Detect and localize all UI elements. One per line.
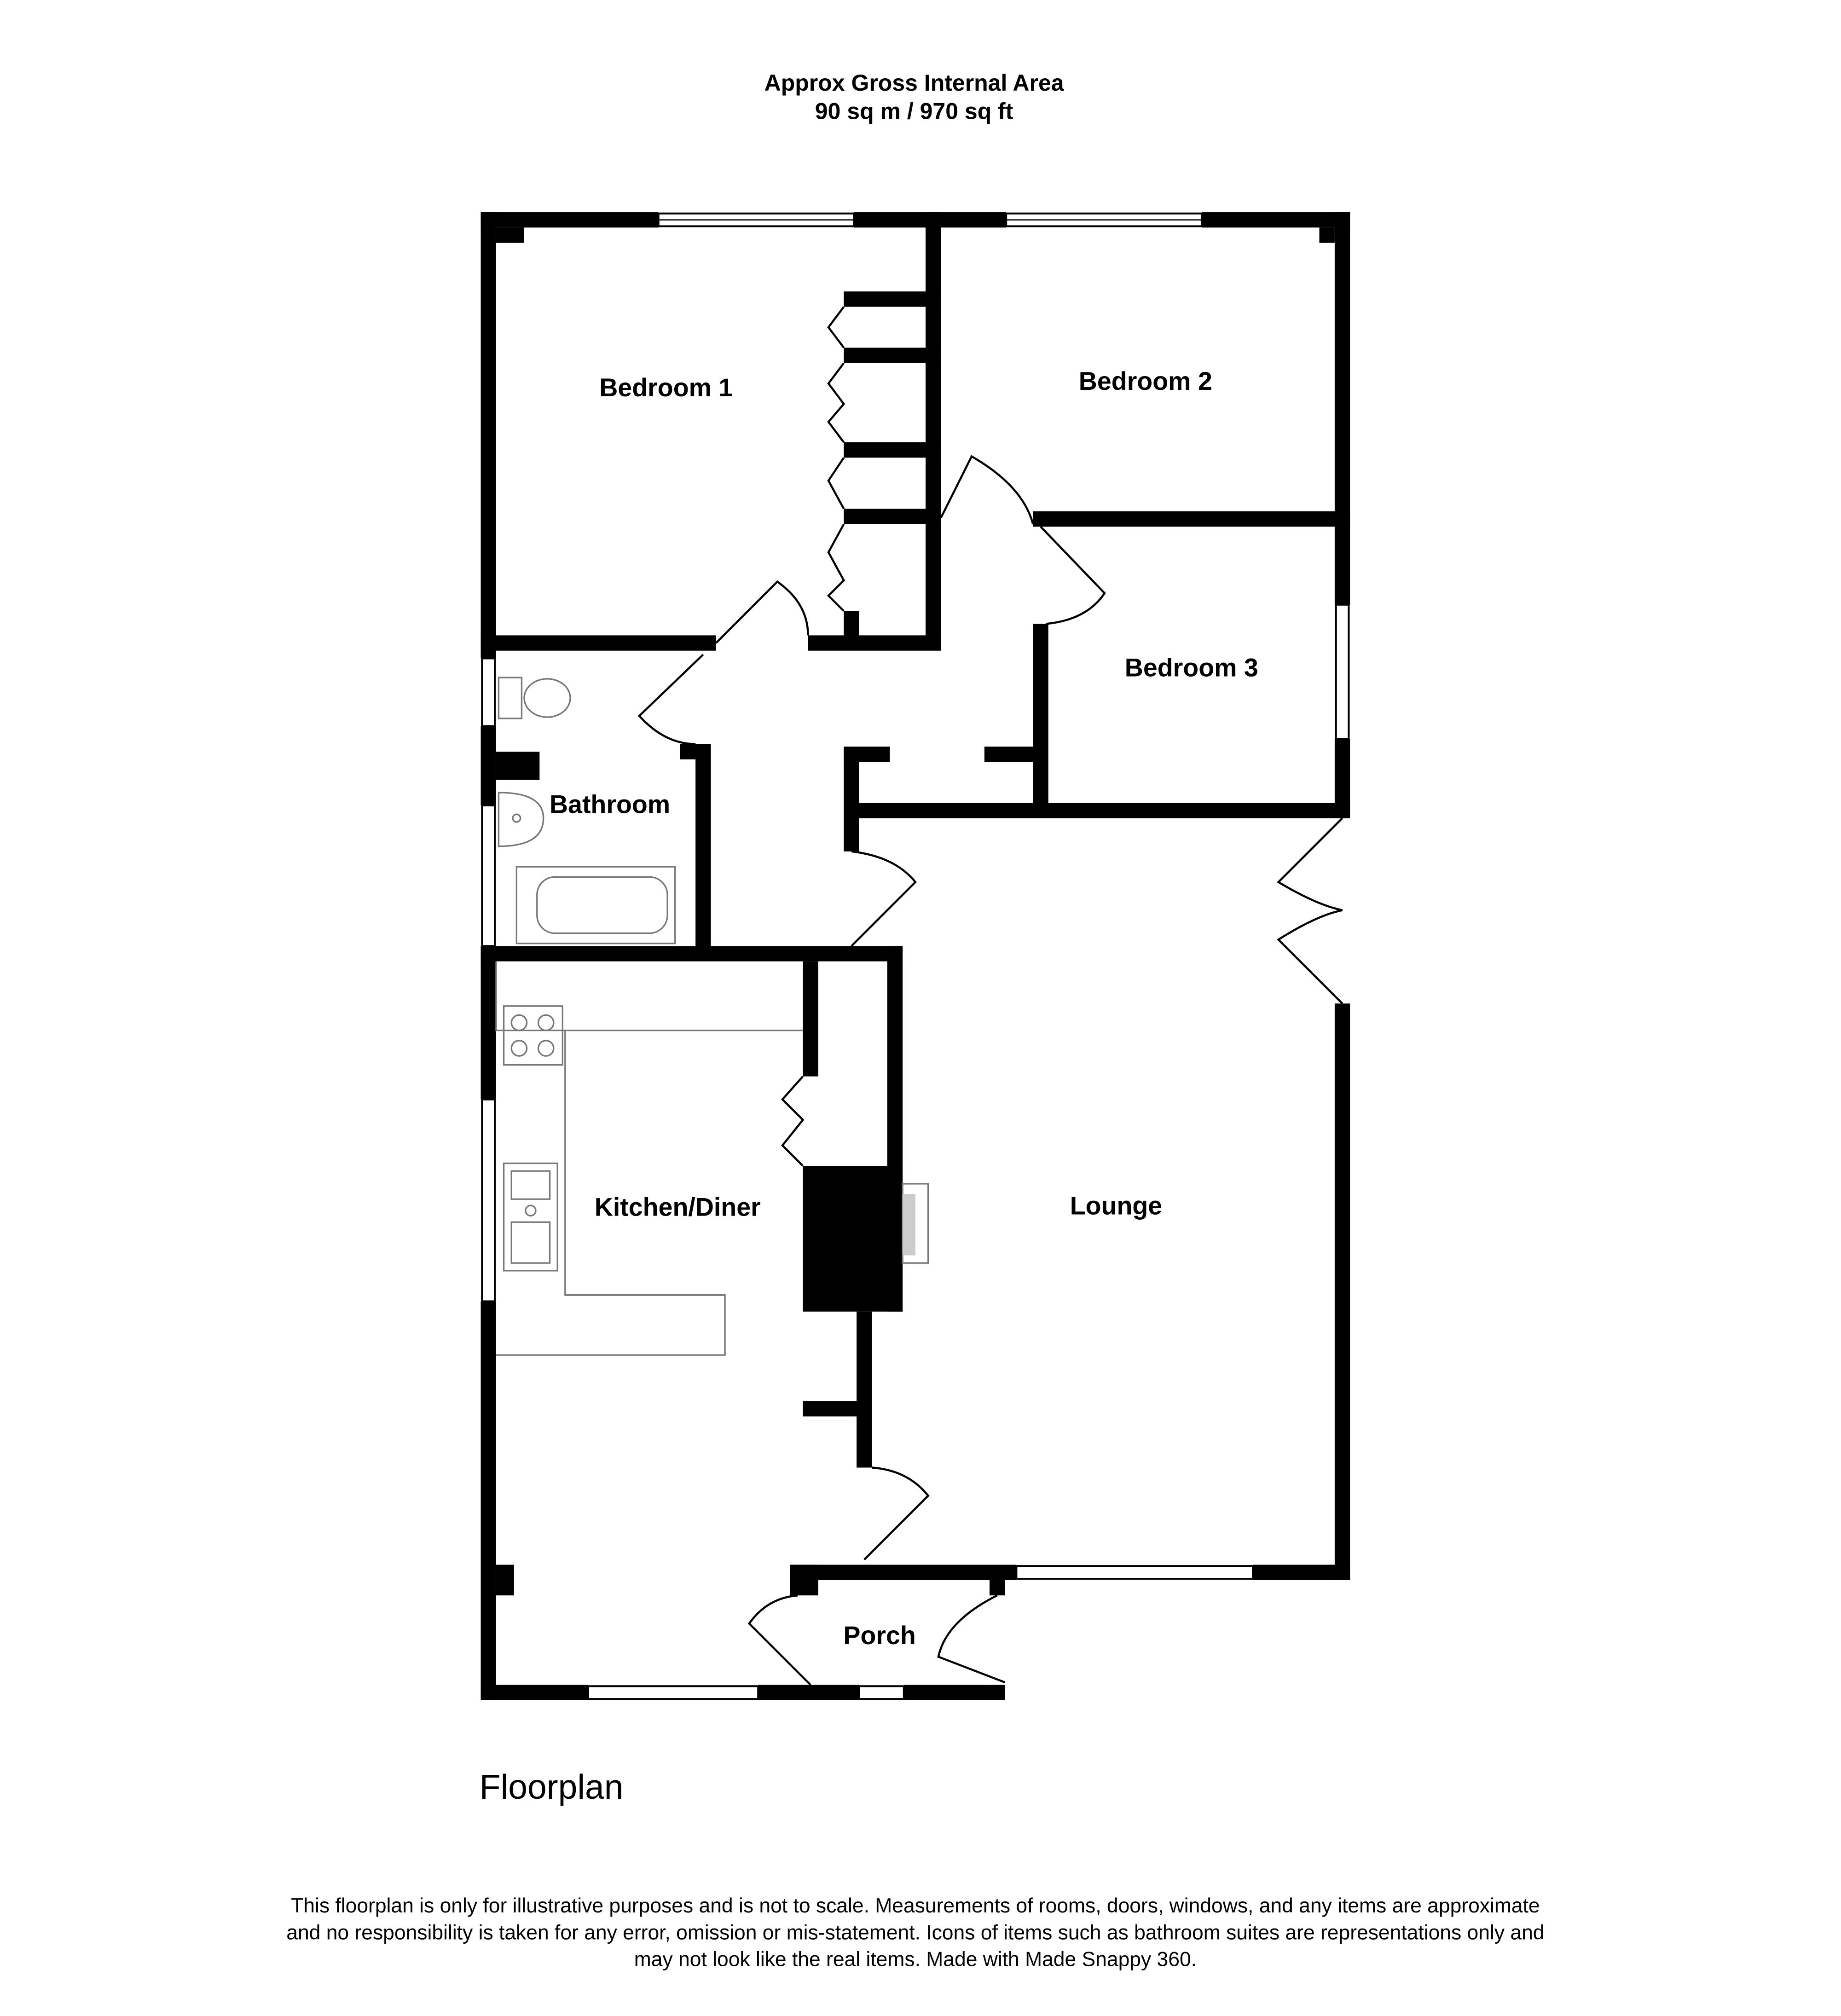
disclaimer-line-3: may not look like the real items. Made w… bbox=[634, 1948, 1197, 1971]
room-label-bedroom-1: Bedroom 1 bbox=[599, 373, 733, 402]
room-label-porch: Porch bbox=[843, 1621, 915, 1650]
fireplace-icon bbox=[902, 1183, 929, 1264]
sink-icon bbox=[503, 1162, 558, 1272]
room-label-bathroom: Bathroom bbox=[550, 790, 670, 818]
windows bbox=[481, 212, 1350, 1700]
room-label-lounge: Lounge bbox=[1070, 1192, 1163, 1220]
toilet-icon bbox=[498, 677, 571, 719]
doors bbox=[637, 306, 1343, 1686]
fixtures bbox=[495, 677, 929, 1356]
disclaimer-line-1: This floorplan is only for illustrative … bbox=[291, 1894, 1540, 1917]
worktop bbox=[495, 961, 803, 1356]
basin-icon bbox=[498, 792, 544, 847]
bath-icon bbox=[515, 866, 676, 944]
hob-icon bbox=[503, 1005, 563, 1066]
area-title: Approx Gross Internal Area bbox=[764, 70, 1065, 96]
walls bbox=[481, 212, 1350, 1700]
room-label-kitchen: Kitchen/Diner bbox=[595, 1193, 761, 1221]
area-value: 90 sq m / 970 sq ft bbox=[815, 98, 1013, 124]
floor-label: Floorplan bbox=[480, 1767, 624, 1806]
disclaimer-line-2: and no responsibility is taken for any e… bbox=[286, 1921, 1544, 1944]
room-label-bedroom-2: Bedroom 2 bbox=[1079, 367, 1212, 395]
room-label-bedroom-3: Bedroom 3 bbox=[1125, 653, 1258, 682]
